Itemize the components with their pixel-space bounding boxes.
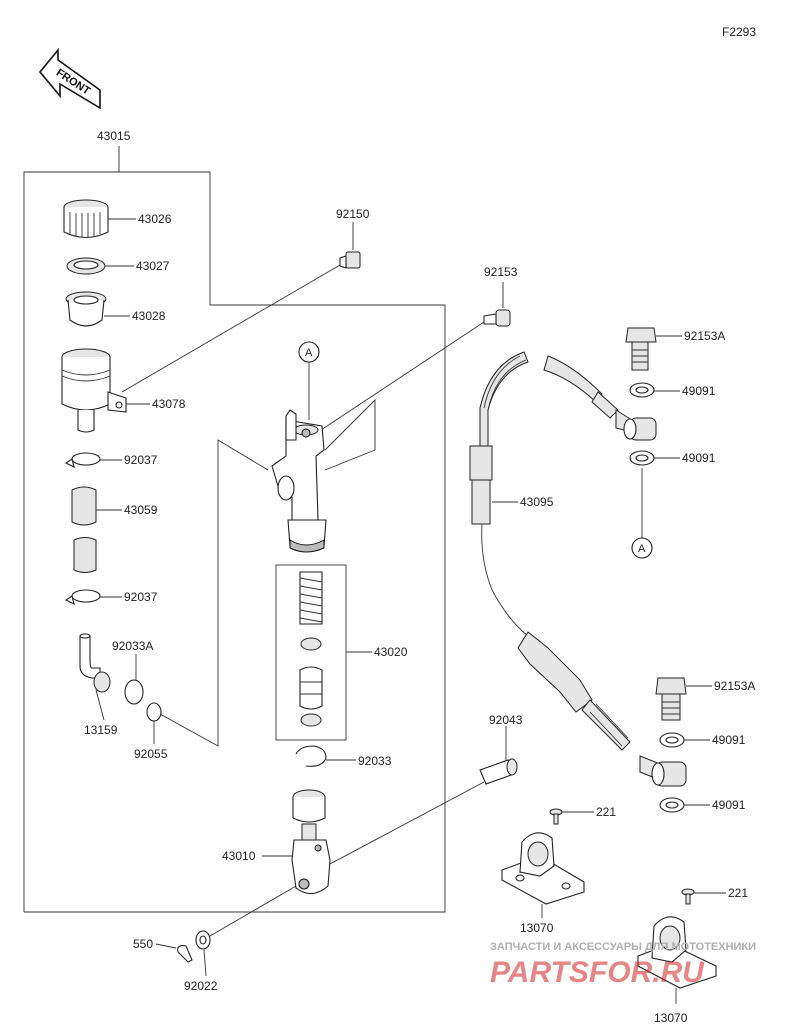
- reservoir: [61, 348, 127, 433]
- elbow-fitting: [79, 633, 111, 693]
- hose-clamp-bottom: [64, 589, 101, 606]
- label-92153A-top: 92153A: [684, 329, 725, 343]
- return-spring: [299, 571, 323, 625]
- label-49091-d: 49091: [712, 798, 746, 812]
- master-cylinder-body: [271, 409, 327, 553]
- circlip: [295, 745, 327, 767]
- circlip-small: [124, 679, 144, 705]
- watermark-brand: PARTSFOR.RU: [490, 956, 705, 989]
- label-49091-a: 49091: [682, 384, 716, 398]
- washer-49091-d: [659, 797, 685, 813]
- banjo-fitting-top: [615, 409, 657, 441]
- washer-49091-b: [629, 450, 655, 466]
- label-221-b: 221: [728, 886, 748, 900]
- hose-guide-a: [501, 832, 585, 905]
- banjo-fitting-bottom: [639, 755, 687, 787]
- label-92153A-bottom: 92153A: [714, 679, 755, 693]
- o-ring: [146, 702, 162, 722]
- reservoir-cap: [63, 199, 109, 239]
- label-49091-b: 49091: [682, 451, 716, 465]
- label-92150: 92150: [336, 207, 370, 221]
- label-92033: 92033: [358, 754, 392, 768]
- screw-221-a: [549, 808, 563, 825]
- cotter-pin: [177, 945, 193, 963]
- hose-clamp-top: [64, 452, 101, 469]
- watermark: ЗАПЧАСТИ И АКСЕССУАРЫ ДЛЯ МОТОТЕХНИКИ PA…: [490, 941, 756, 989]
- bolt-92153: [483, 309, 511, 327]
- clevis-pin: [479, 758, 518, 785]
- label-550: 550: [133, 937, 153, 951]
- label-43028: 43028: [132, 309, 166, 323]
- label-49091-c: 49091: [712, 733, 746, 747]
- label-43015: 43015: [97, 129, 131, 143]
- washer-49091-c: [659, 732, 685, 748]
- assembly-frame: [23, 146, 446, 913]
- label-43095: 43095: [520, 495, 554, 509]
- reservoir-hose: [71, 486, 97, 573]
- piston: [299, 666, 323, 710]
- washer-92022: [195, 930, 211, 950]
- callout-a-top: A: [298, 341, 320, 420]
- figure-code: F2293: [722, 25, 756, 39]
- bolt-92150: [339, 251, 361, 269]
- label-13070-a: 13070: [520, 921, 554, 935]
- push-rod: [291, 789, 331, 895]
- label-43010: 43010: [222, 849, 256, 863]
- label-92037-bottom: 92037: [124, 590, 158, 604]
- label-43026: 43026: [138, 212, 172, 226]
- watermark-tagline: ЗАПЧАСТИ И АКСЕССУАРЫ ДЛЯ МОТОТЕХНИКИ: [490, 941, 756, 953]
- screw-221-b: [681, 888, 695, 905]
- label-43078: 43078: [152, 397, 186, 411]
- label-92022: 92022: [184, 979, 218, 993]
- label-13159: 13159: [84, 723, 118, 737]
- hose-guide-b: [637, 916, 717, 989]
- label-92153: 92153: [484, 265, 518, 279]
- piston-kit-box: [275, 564, 347, 741]
- diaphragm: [65, 291, 107, 327]
- svg-text:A: A: [305, 347, 313, 359]
- diaphragm-plate: [66, 257, 106, 275]
- label-92037-top: 92037: [124, 453, 158, 467]
- label-92033A: 92033A: [112, 639, 153, 653]
- label-13070-b: 13070: [654, 1011, 688, 1025]
- brake-hose: [469, 351, 631, 751]
- front-arrow-icon: FRONT: [38, 47, 101, 110]
- washer-49091-a: [629, 382, 655, 398]
- label-221-a: 221: [596, 805, 616, 819]
- banjo-bolt-top: [625, 327, 657, 371]
- label-92055: 92055: [134, 747, 168, 761]
- label-43059: 43059: [124, 503, 158, 517]
- label-92043: 92043: [489, 713, 523, 727]
- banjo-bolt-bottom: [655, 677, 687, 721]
- label-43020: 43020: [374, 645, 408, 659]
- label-43027: 43027: [136, 259, 170, 273]
- callout-a-right: A: [631, 468, 653, 559]
- svg-text:A: A: [638, 543, 646, 555]
